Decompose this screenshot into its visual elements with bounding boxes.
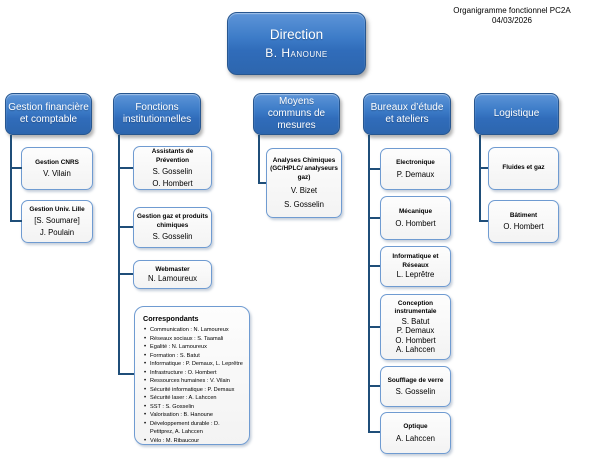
node-member: [S. Soumare] [34,216,80,226]
connector-line [258,182,266,184]
connector-line [368,431,380,433]
node-title: Conception instrumentale [394,299,437,316]
connector-line [118,226,133,228]
connector-line [368,135,370,433]
correspondant-item: Sécurité informatique : P. Demaux [143,386,244,395]
node-title: Webmaster [155,265,190,273]
node-title: Optique [403,423,428,430]
node-title: Soufflage de verre [387,376,444,384]
node-title: Mécanique [398,208,433,215]
node-gestion-cnrs: Gestion CNRS V. Vilain [21,147,93,190]
node-gestion-univ-lille: Gestion Univ. Lille [S. Soumare] J. Poul… [21,200,93,243]
correspondant-item: Vélo : M. Ribaucour [143,437,244,446]
node-member: S. Gosselin [395,387,436,396]
caption-title: Organigramme fonctionnel PC2A [453,6,571,15]
node-member: S. Batut [401,316,430,326]
connector-line [368,385,380,387]
node-title: Fluides et gaz [502,164,545,172]
node-title: Informatique et Réseaux [392,253,439,269]
header-fonctions-institutionnelles: Fonctions institutionnelles [113,93,201,135]
node-member: O. Hombert [395,335,436,345]
node-title: Gestion gaz et produits chimiques [136,213,208,229]
correspondant-item: Informatique : P. Demaux, L. Leprêtre [143,360,244,369]
connector-line [368,217,380,219]
direction-title: Direction [269,26,324,42]
correspondants-title: Correspondants [143,314,199,323]
node-member: O. Hombert [395,218,436,228]
node-member: P. Demaux [396,326,435,335]
node-correspondants: Correspondants Communication : N. Lamour… [134,306,250,445]
connector-line [10,220,22,222]
page-caption: Organigramme fonctionnel PC2A 04/03/2026 [432,6,592,26]
node-title: Gestion Univ. Lille [29,205,85,213]
correspondant-item: Formation : S. Batut [143,352,244,361]
node-member: V. Bizet [290,186,318,196]
correspondant-item: Réseaux sociaux : S. Taamali [143,335,244,344]
node-member: S. Gosselin [152,167,193,176]
correspondant-item: Valorisation : B. Hanoune [143,411,244,420]
node-analyses-chimiques: Analyses Chimiques (GC/HPLC/ analyseurs … [266,148,342,218]
node-member: S. Gosselin [152,232,193,242]
connector-line [118,373,134,375]
header-bureaux-etude: Bureaux d’étude et ateliers [363,93,451,135]
node-member: L. Leprêtre [396,270,435,280]
connector-line [258,135,260,183]
connector-line [118,167,133,169]
connector-line [368,168,380,170]
node-title: Analyses Chimiques (GC/HPLC/ analyseurs … [270,156,338,181]
connector-line [368,265,380,267]
correspondant-item: Egalité : N. Lamoureux [143,343,244,352]
node-title: Bâtiment [509,211,538,219]
node-member: O. Hombert [152,178,193,188]
node-title: Gestion CNRS [35,158,79,166]
direction-box: Direction B. Hanoune [227,12,366,75]
header-moyens-communs: Moyens communs de mesures [253,93,340,135]
node-member: J. Poulain [39,227,75,237]
node-member: S. Gosselin [284,199,324,209]
node-member: P. Demaux [396,169,435,179]
correspondant-item: Infrastructure : O. Hombert [143,369,244,378]
caption-date: 04/03/2026 [491,16,533,25]
connector-line [10,135,12,222]
connector-line [368,326,380,328]
node-member: A. Lahccen [395,433,435,443]
node-member: O. Hombert [503,222,544,231]
correspondant-item: Communication : N. Lamoureux [143,326,244,335]
node-informatique-reseaux: Informatique et Réseaux L. Leprêtre [380,246,451,287]
node-member: N. Lamoureux [148,274,197,283]
node-conception-instrumentale: Conception instrumentale S. Batut P. Dem… [380,294,451,360]
connector-line [479,220,488,222]
node-optique: Optique A. Lahccen [380,412,451,454]
header-gestion-financiere: Gestion financière et comptable [5,93,92,135]
node-member: V. Vilain [43,169,71,178]
node-soufflage-verre: Soufflage de verre S. Gosselin [380,366,451,407]
node-batiment: Bâtiment O. Hombert [488,200,559,243]
node-title: Assistants de Prévention [151,148,194,164]
correspondant-item: SST : S. Gosselin [143,403,244,412]
node-fluides-gaz: Fluides et gaz [488,147,559,190]
node-gestion-gaz: Gestion gaz et produits chimiques S. Gos… [133,207,212,248]
direction-name: B. Hanoune [265,45,328,60]
correspondant-item: Sécurité laser : A. Lahccen [143,394,244,403]
header-logistique: Logistique [474,93,559,135]
connector-line [479,167,488,169]
node-webmaster: Webmaster N. Lamoureux [133,260,212,289]
correspondant-item: Ressources humaines : V. Vilain [143,377,244,386]
connector-line [118,135,120,375]
node-assistants-prevention: Assistants de Prévention S. Gosselin O. … [133,146,212,190]
node-mecanique: Mécanique O. Hombert [380,196,451,240]
node-member: A. Lahccen [395,345,435,354]
connector-line [479,135,481,222]
correspondants-list: Communication : N. Lamoureux Réseaux soc… [143,326,244,445]
connector-line [10,167,22,169]
node-title: Electronique [396,159,435,166]
connector-line [118,273,133,275]
correspondant-item: Développement durable : D. Petitprez, A.… [143,420,244,437]
node-electronique: Electronique P. Demaux [380,148,451,190]
